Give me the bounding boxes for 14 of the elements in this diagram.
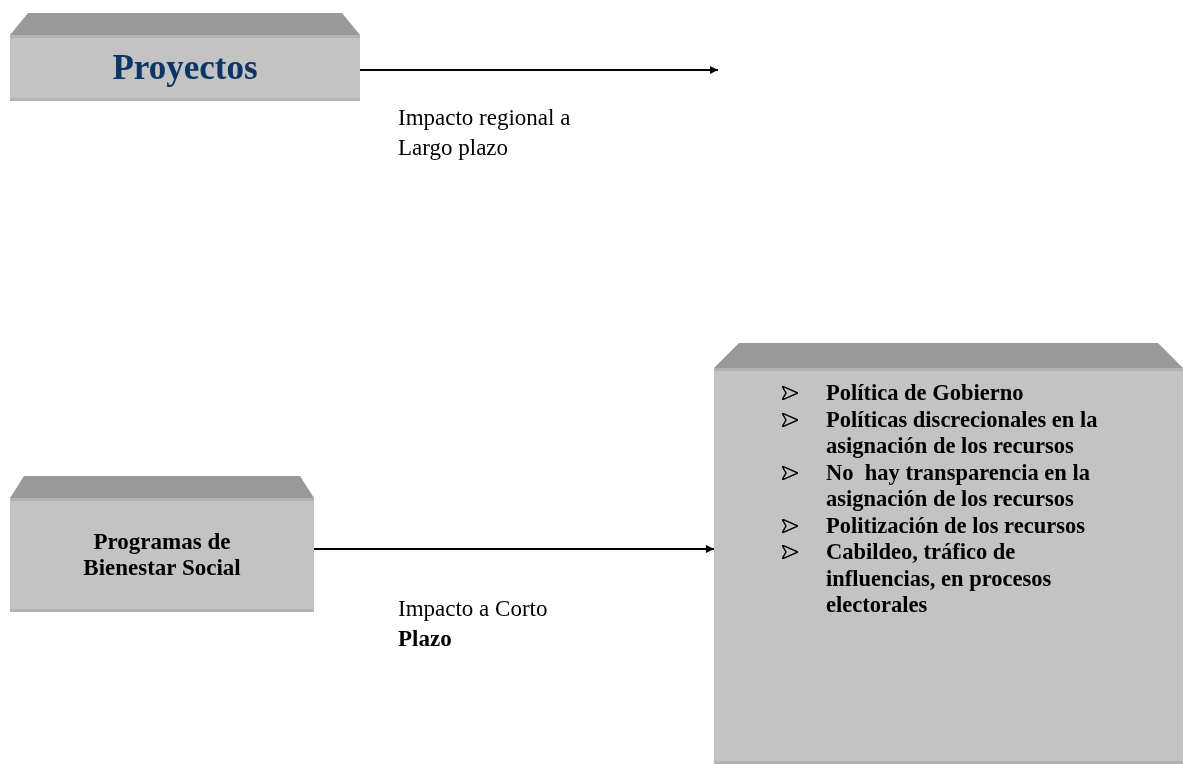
bullet-text: Cabildeo, tráfico de influencias, en procesos electorales (826, 539, 1053, 619)
edge-label: Impacto regional a Largo plazo (398, 104, 572, 162)
edge-label: Impacto a Corto Plazo (398, 595, 549, 653)
box-title: Programas de Bienestar Social (82, 528, 242, 582)
bullet-text: Política de Gobierno (826, 380, 1025, 407)
beveled-box (714, 343, 1183, 764)
arrow (313, 545, 715, 553)
box-title: Proyectos (112, 47, 258, 89)
beveled-box (10, 476, 314, 612)
bullet-text: Políticas discrecionales en la asignación de los recursos (826, 406, 1099, 460)
arrow (359, 66, 719, 74)
beveled-box (10, 13, 360, 101)
bullet-text: No hay transparencia en la asignación de los recursos (826, 459, 1091, 513)
bullet-text: Politización de los recursos (826, 512, 1086, 539)
